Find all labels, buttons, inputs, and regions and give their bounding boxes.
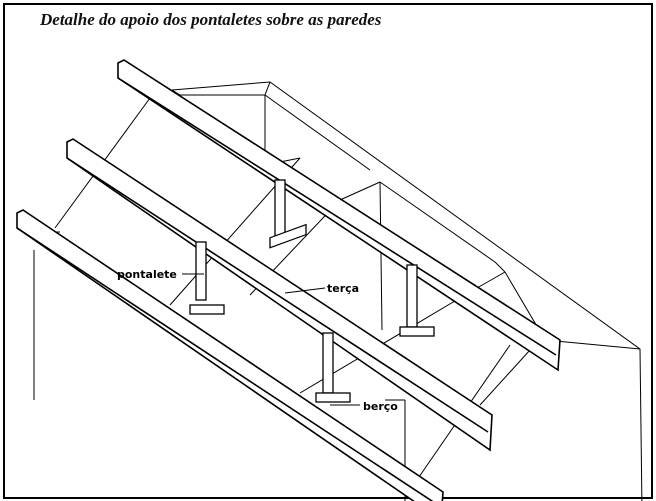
label-terca: terça	[327, 282, 359, 295]
purlins	[16, 59, 561, 501]
label-berco: berço	[363, 400, 398, 413]
label-pontalete: pontalete	[117, 268, 177, 281]
purlin-front	[16, 209, 444, 501]
figure-frame	[3, 3, 653, 499]
post-4	[315, 332, 351, 403]
terca-leader	[284, 287, 326, 294]
purlin-middle	[66, 138, 493, 452]
post-3	[399, 264, 435, 337]
posts	[189, 179, 435, 403]
purlin-back	[117, 59, 561, 372]
figure-title: Detalhe do apoio dos pontaletes sobre as…	[40, 10, 382, 29]
post-2	[189, 241, 225, 315]
post-1	[269, 179, 307, 249]
